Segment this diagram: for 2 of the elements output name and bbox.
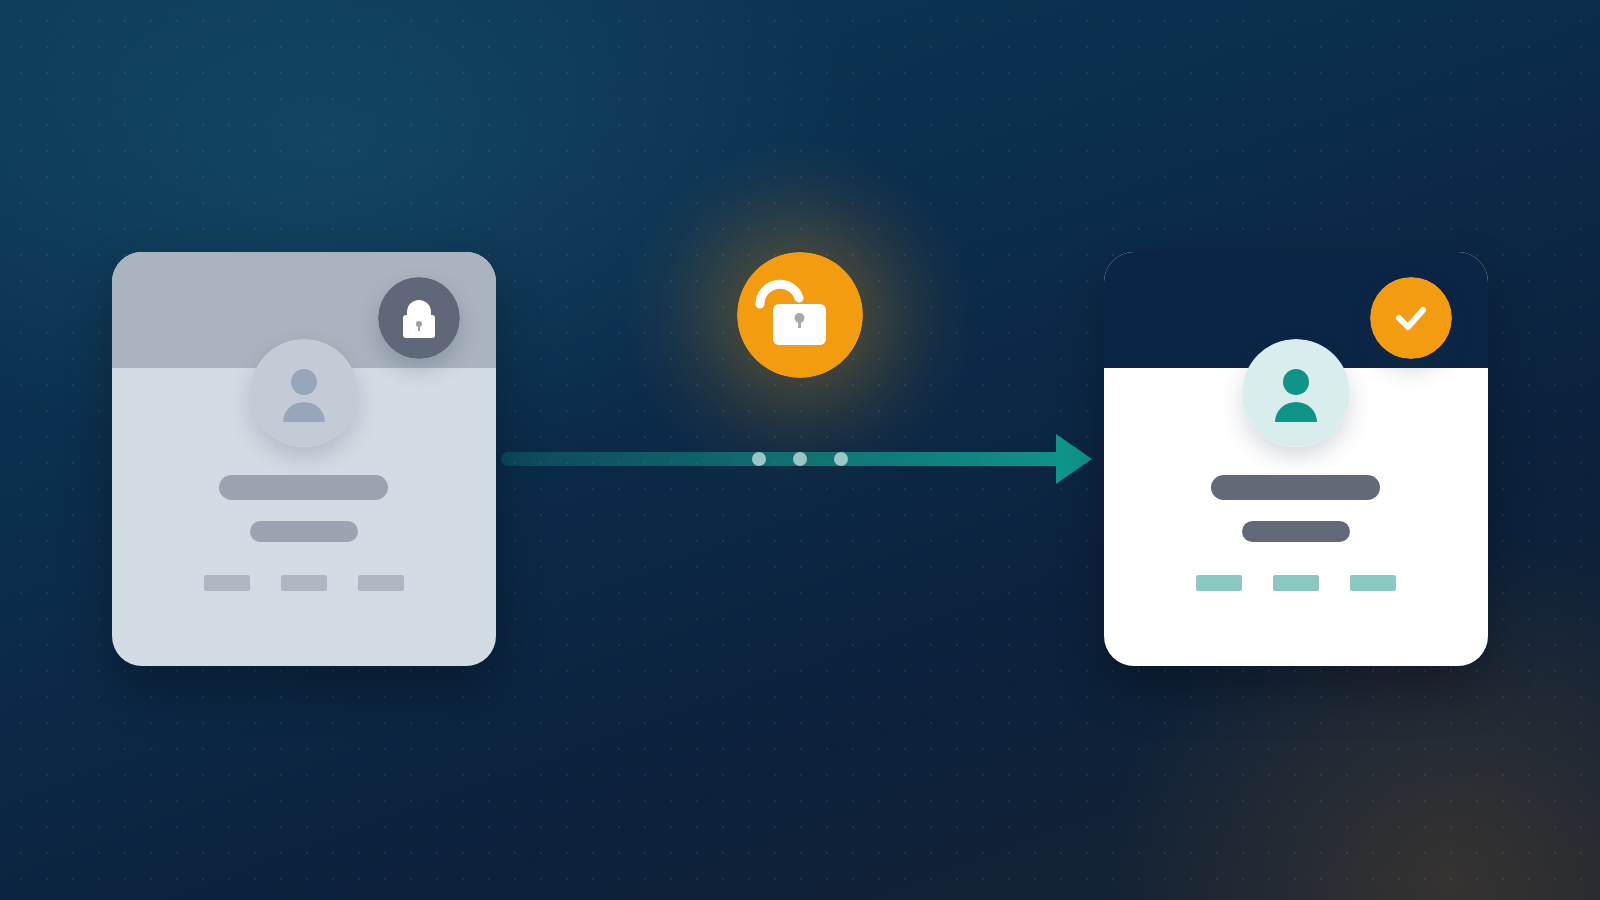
profile-card	[112, 252, 496, 666]
profile-card	[1104, 252, 1488, 666]
